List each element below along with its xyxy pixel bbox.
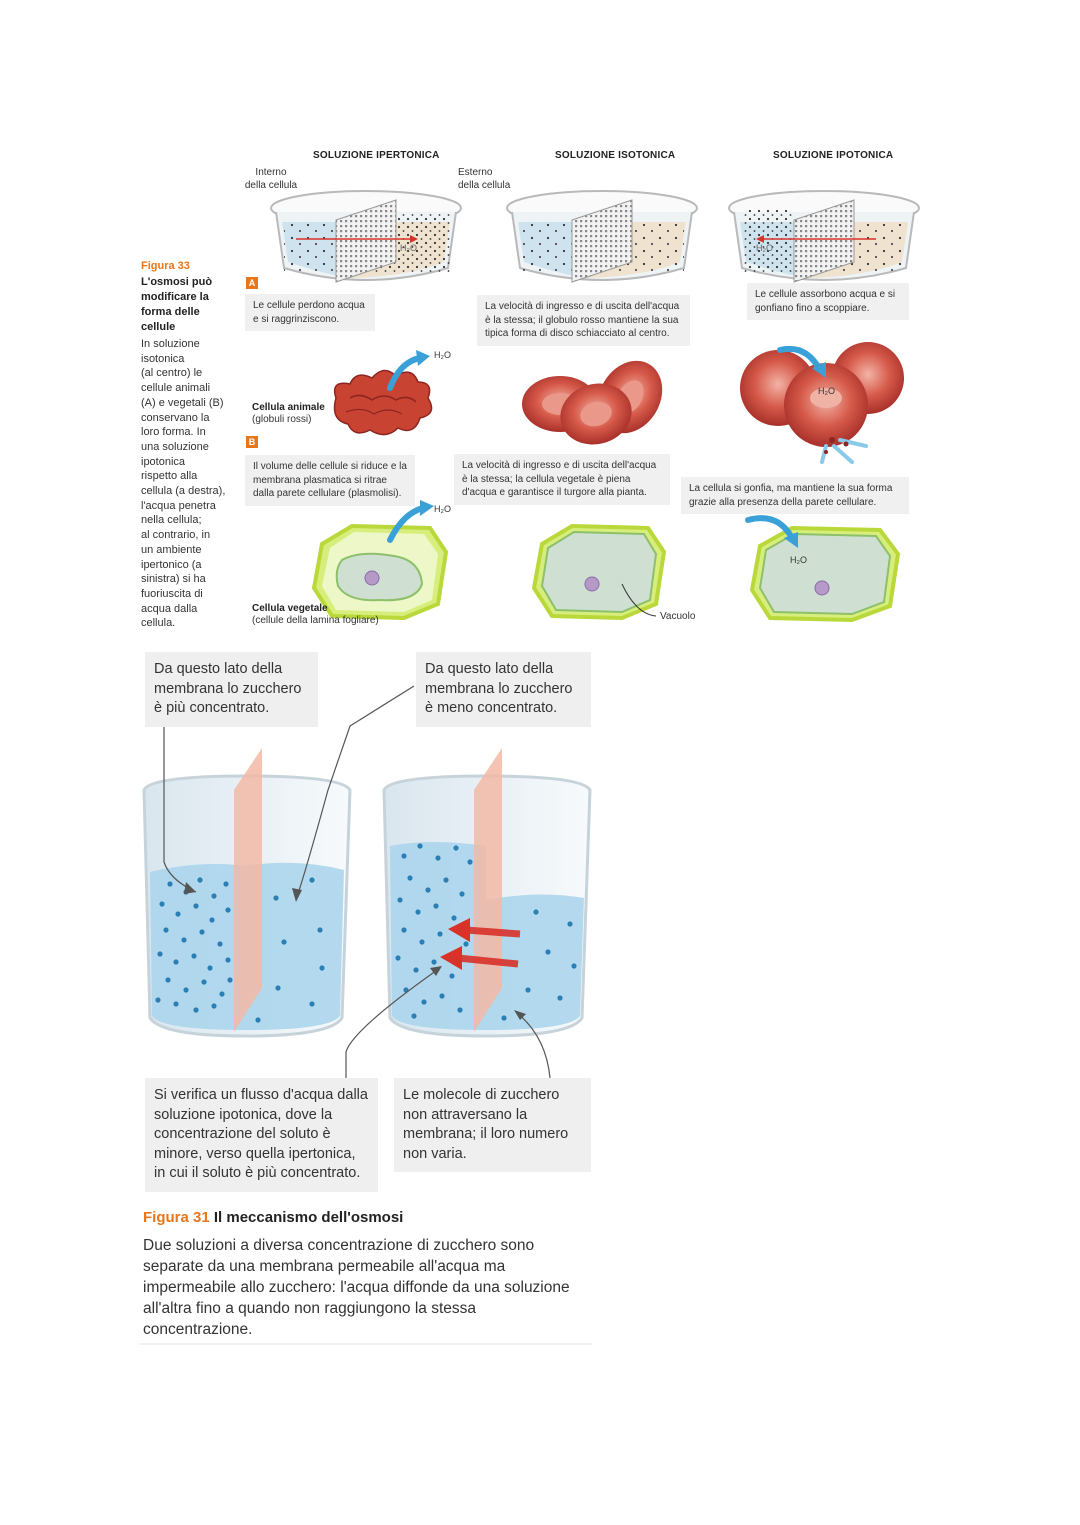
dish-hypotonic: H₂O: [728, 190, 920, 283]
beaker-right: [382, 748, 592, 1038]
sidebar-line: cellule animali: [141, 382, 211, 395]
caption-plant-hypotonic: La cellula si gonfia, ma mantiene la sua…: [681, 477, 909, 514]
osmosis-beakers-illustration: [142, 685, 592, 1079]
sidebar-line: cellula (a destra),: [141, 485, 226, 498]
dish-isotonic: [506, 190, 698, 283]
figure-31-title: Figura 31 Il meccanismo dell'osmosi: [143, 1209, 403, 1226]
figure-31-description: Due soluzioni a diversa concentrazione d…: [143, 1237, 570, 1338]
sidebar-line: conservano la: [141, 411, 210, 424]
vacuole-label: Vacuolo: [660, 611, 696, 622]
h2o-label-plant: H₂O: [434, 504, 451, 514]
badge-a: A: [246, 277, 258, 289]
sidebar-line: l'acqua penetra: [141, 499, 216, 512]
sidebar-line: isotonica: [141, 352, 185, 365]
sidebar-line: (al centro) le: [141, 367, 203, 380]
sidebar-line: rispetto alla: [141, 470, 198, 483]
shrunken-red-blood-cell: [333, 350, 433, 436]
svg-text:H₂O: H₂O: [400, 243, 417, 253]
beaker-left: [142, 748, 352, 1038]
sugar-molecules-right: [395, 843, 577, 1021]
sidebar-line: cellula.: [141, 617, 176, 630]
h2o-label-animal: H₂O: [434, 350, 451, 360]
plant-cell-swollen: H₂O: [745, 515, 901, 623]
figure-33-sidebar-title: Figura 33: [141, 260, 190, 272]
figure-31-title-text: Il meccanismo dell'osmosi: [213, 1209, 404, 1226]
svg-text:H₂O: H₂O: [756, 243, 773, 253]
sidebar-line: al contrario, in: [141, 529, 211, 542]
label-right-less-concentrated: Da questo lato della membrana lo zuccher…: [416, 652, 591, 727]
figure-31-number: Figura 31: [143, 1209, 210, 1226]
caption-plant-isotonic: La velocità di ingresso e di uscita dell…: [454, 454, 670, 505]
animal-cell-label: Cellula animale (globuli rossi): [252, 402, 332, 426]
caption-animal-hypertonic: Le cellule perdono acqua e si raggrinzis…: [245, 294, 375, 331]
sidebar-line: acqua dalla: [141, 602, 198, 615]
outside-cell-label: Esterno della cellula: [458, 167, 511, 191]
label-water-flow: Si verifica un flusso d'acqua dalla solu…: [145, 1078, 378, 1192]
sidebar-line: fuoriuscita di: [141, 587, 203, 600]
sidebar-line: un ambiente: [141, 543, 202, 556]
animal-cell-subtitle: (globuli rossi): [252, 414, 312, 425]
plant-cell-turgid: [531, 523, 667, 621]
figure-33-sidebar-heading: L'osmosi può modificare la forma delle c…: [141, 276, 213, 333]
sidebar-line: nella cellula;: [141, 514, 202, 527]
osmosis-cells-illustration: H₂O H₂O: [270, 190, 920, 623]
figure-33-sidebar-text: In soluzione isotonica (al centro) le ce…: [141, 337, 233, 631]
label-sugar-molecules: Le molecole di zucchero non attraversano…: [394, 1078, 591, 1172]
sidebar-line: In soluzione: [141, 338, 200, 350]
sidebar-line: una soluzione: [141, 440, 209, 453]
sidebar-line: loro forma. In: [141, 426, 206, 439]
swollen-red-blood-cells: H₂O: [740, 342, 904, 464]
caption-animal-isotonic: La velocità di ingresso e di uscita dell…: [477, 295, 690, 346]
plant-cell-title: Cellula vegetale: [252, 603, 328, 614]
figure-31-bottom-rule: [140, 1343, 592, 1345]
svg-text:H₂O: H₂O: [790, 555, 807, 565]
column-title-hypotonic: SOLUZIONE IPOTONICA: [773, 150, 894, 161]
sidebar-line: (A) e vegetali (B): [141, 396, 224, 409]
dish-hypertonic: H₂O: [270, 190, 462, 283]
animal-cell-title: Cellula animale: [252, 402, 325, 413]
inside-cell-label: Interno della cellula: [244, 167, 298, 191]
caption-plant-hypertonic: Il volume delle cellule si riduce e la m…: [245, 455, 415, 506]
sidebar-line: ipertonico (a: [141, 558, 202, 571]
sugar-molecules-left: [155, 877, 325, 1023]
caption-animal-hypotonic: Le cellule assorbono acqua e si gonfiano…: [747, 283, 909, 320]
label-left-more-concentrated: Da questo lato della membrana lo zuccher…: [145, 652, 318, 727]
column-title-hypertonic: SOLUZIONE IPERTONICA: [313, 150, 440, 161]
sidebar-line: ipotonica: [141, 455, 186, 468]
column-title-isotonic: SOLUZIONE ISOTONICA: [555, 150, 676, 161]
plant-cell-plasmolysis: [311, 500, 449, 621]
svg-text:H₂O: H₂O: [818, 386, 835, 396]
sidebar-line: sinistra) si ha: [141, 573, 206, 586]
normal-red-blood-cells: [522, 360, 663, 445]
badge-b: B: [246, 436, 258, 448]
plant-cell-subtitle: (cellule della lamina fogliare): [252, 615, 379, 626]
plant-cell-label: Cellula vegetale (cellule della lamina f…: [252, 603, 412, 627]
